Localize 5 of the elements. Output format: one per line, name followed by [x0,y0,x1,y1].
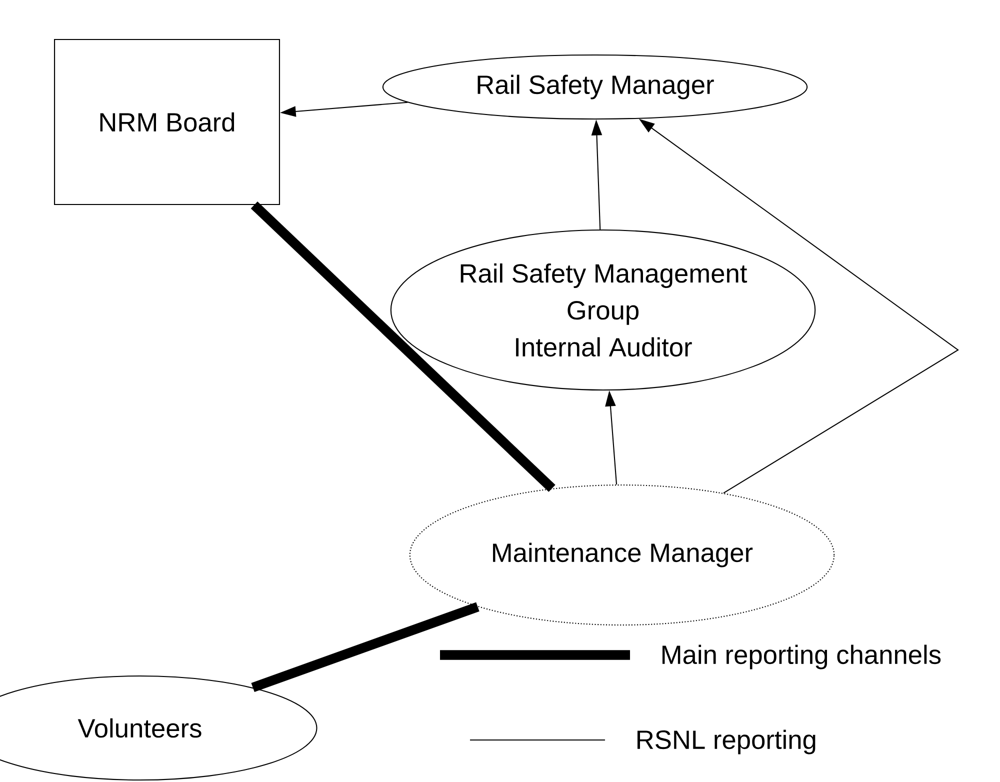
thick-line [250,202,556,492]
thick-line [251,602,480,692]
legend-text: RSNL reporting [638,730,816,754]
legend-text: Main reporting channels [662,644,941,670]
board-box: NRM Board [54,39,280,206]
